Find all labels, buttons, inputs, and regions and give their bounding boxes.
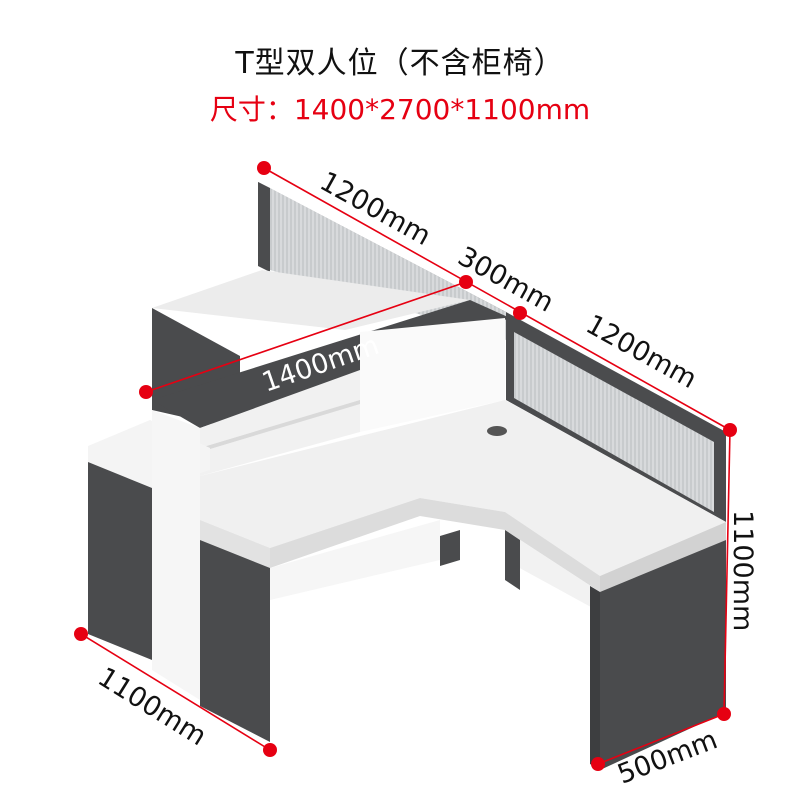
desk-leg-right xyxy=(600,540,726,770)
dimension-markers xyxy=(74,161,737,771)
screen-partition-right xyxy=(506,312,726,522)
size-label: 尺寸：1400*2700*1100mm xyxy=(209,93,591,126)
dim-height: 1100mm xyxy=(727,510,758,631)
shelf-top xyxy=(152,270,470,330)
modesty-panel xyxy=(270,520,440,600)
dimension-lines xyxy=(80,167,731,765)
product-title: T型双人位（不含柜椅） xyxy=(235,46,565,81)
shelf-cabinet xyxy=(200,318,505,476)
desk-leg-front xyxy=(200,540,270,742)
cable-grommet xyxy=(487,426,507,436)
white-post xyxy=(152,410,200,700)
desktop-surface xyxy=(200,400,726,594)
